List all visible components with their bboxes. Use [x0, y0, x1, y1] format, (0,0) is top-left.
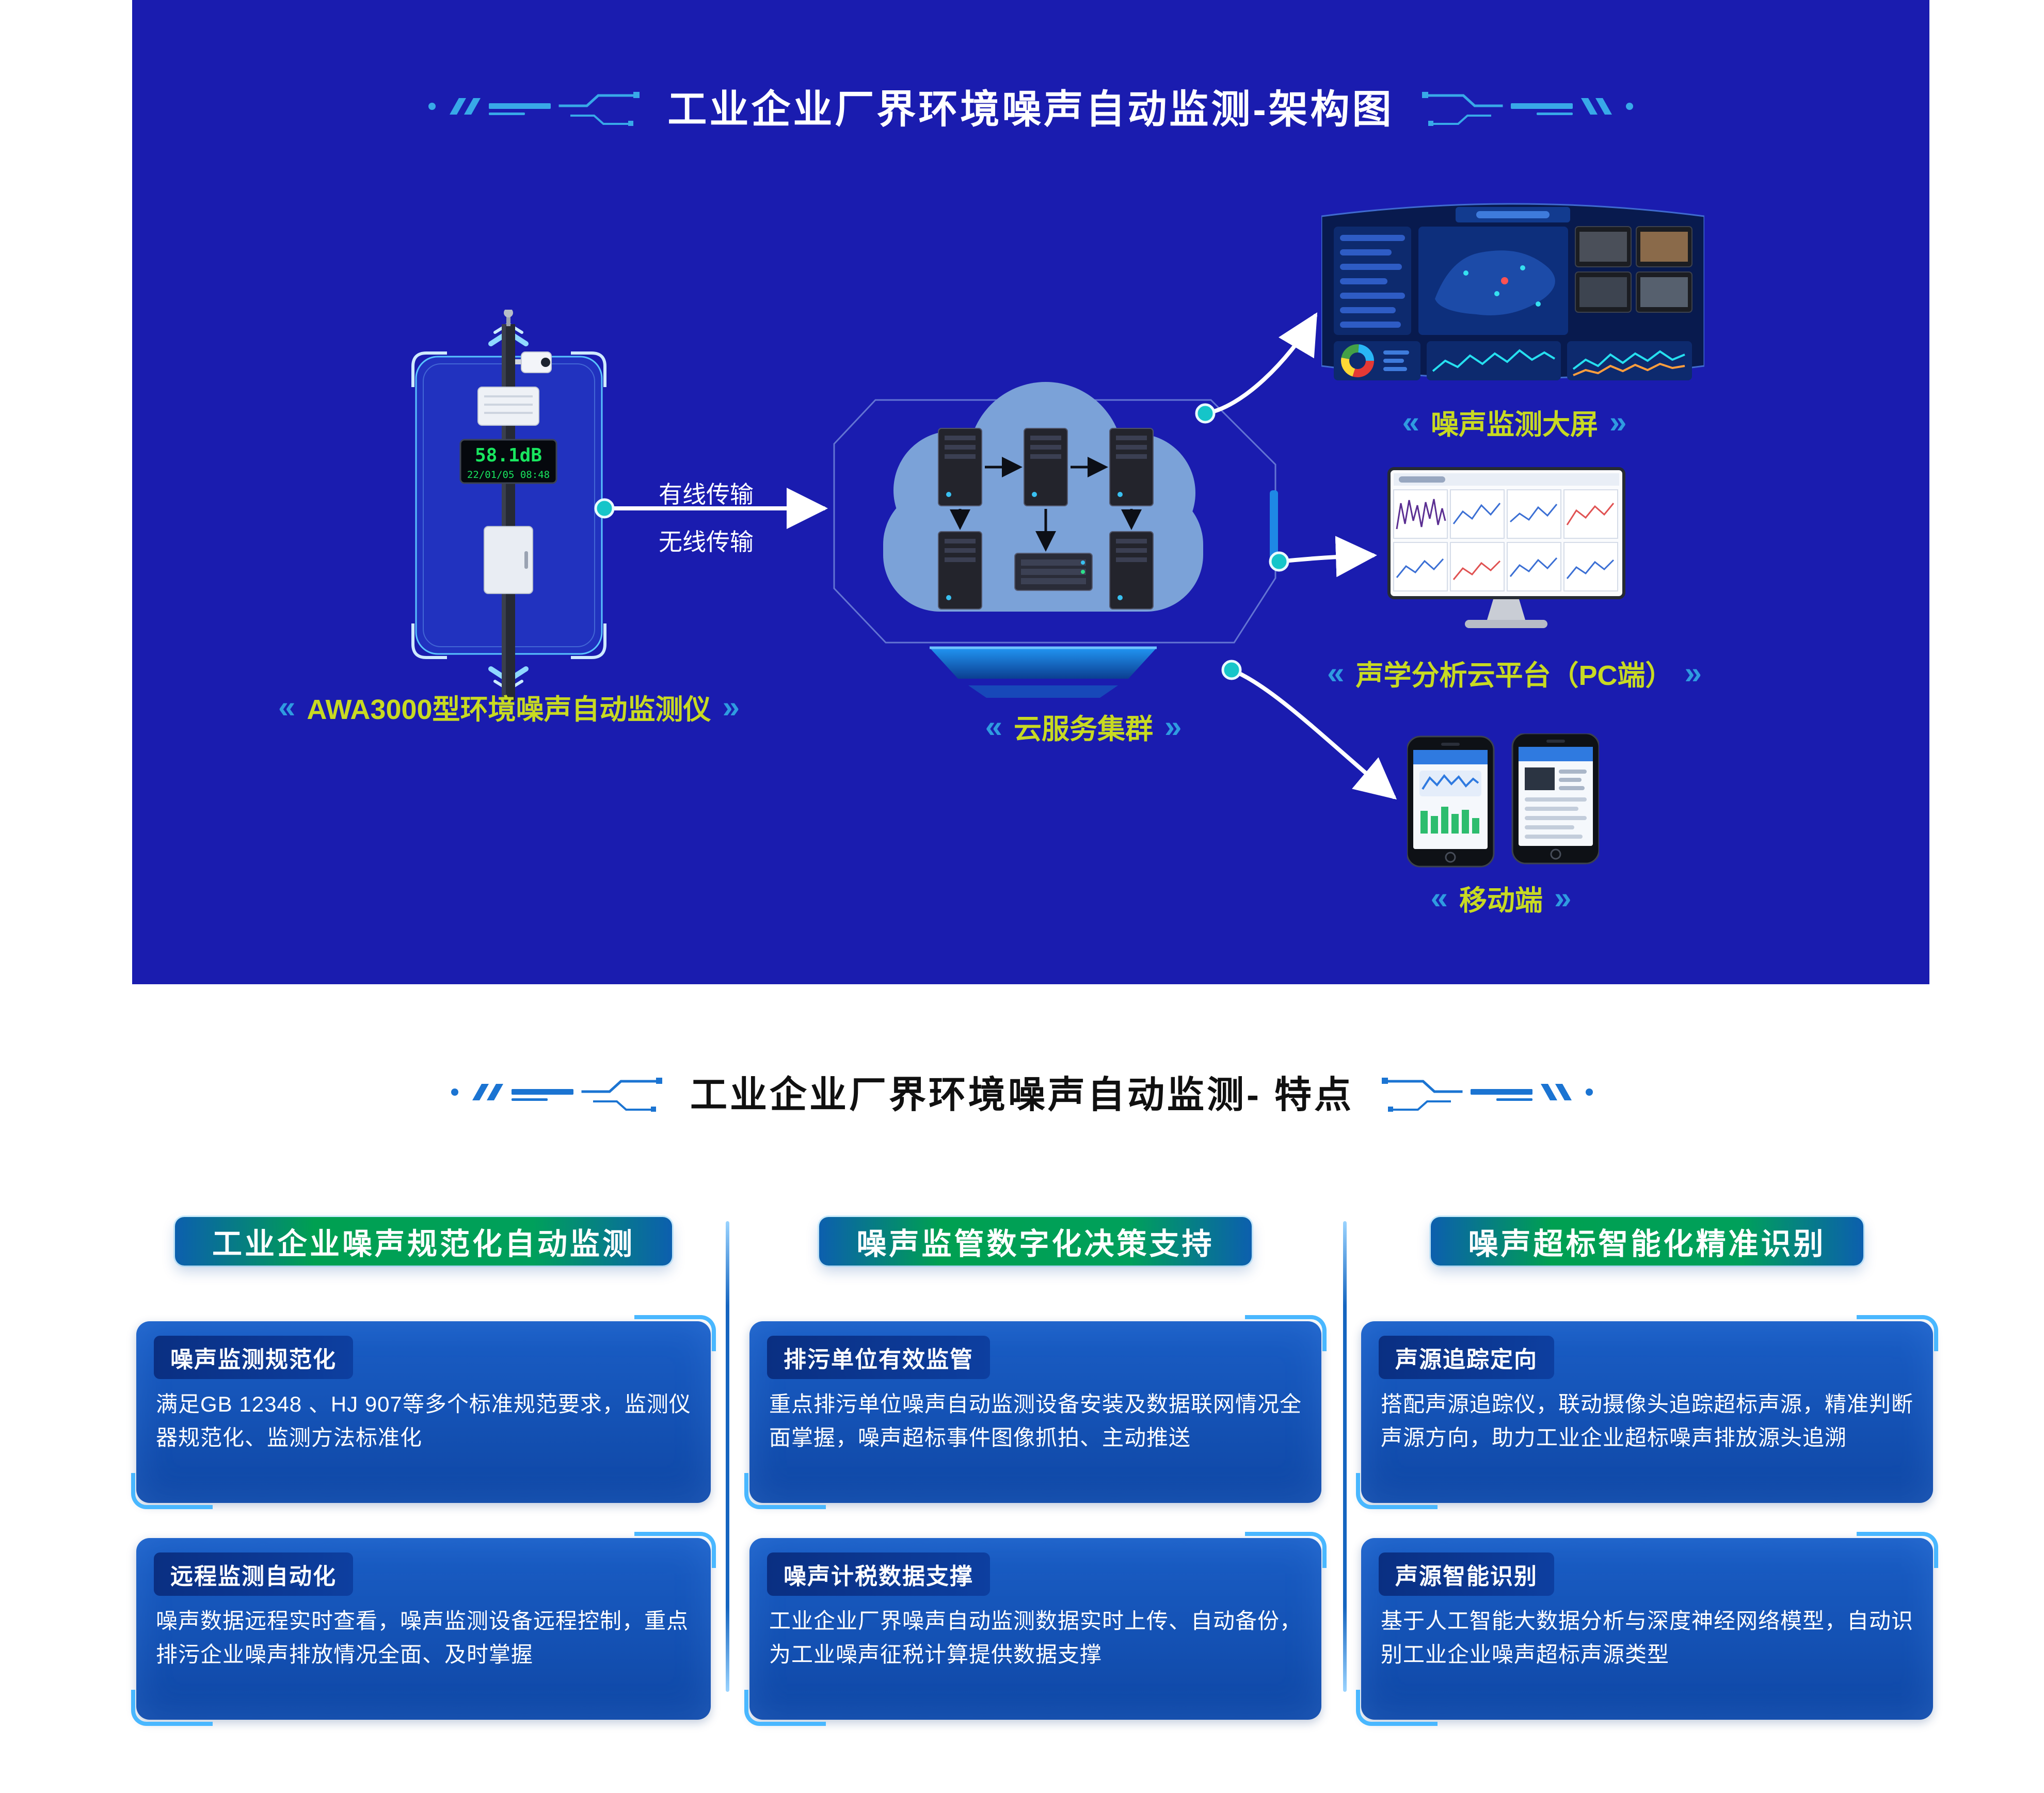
- wireless-transmission-label: 无线传输: [659, 529, 754, 555]
- device-label: « AWA3000型环境噪声自动监测仪 »: [278, 686, 740, 727]
- tech-frame: [833, 399, 1276, 644]
- feature-card-text: 基于人工智能大数据分析与深度神经网络模型，自动识别工业企业噪声超标声源类型: [1381, 1609, 1914, 1667]
- cloud-label: « 云服务集群 »: [985, 706, 1182, 747]
- feature-card: 排污单位有效监管 重点排污单位噪声自动监测设备安装及数据联网情况全面掌握，噪声超…: [744, 1315, 1327, 1509]
- feature-card-text: 搭配声源追踪仪，联动摄像头追踪超标声源，精准判断声源方向，助力工业企业超标噪声排…: [1381, 1392, 1914, 1450]
- chevron-left-icon: «: [1430, 880, 1448, 915]
- features-title: 工业企业厂界环境噪声自动监测- 特点: [690, 1075, 1354, 1116]
- big-screen-label-text: 噪声监测大屏: [1431, 409, 1598, 440]
- cloud-label-text: 云服务集群: [1014, 714, 1153, 745]
- chevron-right-icon: »: [1684, 655, 1702, 690]
- video-thumbnails: [1575, 226, 1692, 313]
- server-icons: [938, 428, 1154, 610]
- feature-card-text: 噪声数据远程实时查看，噪声监测设备远程控制，重点排污企业噪声排放情况全面、及时掌…: [156, 1609, 689, 1667]
- noise-monitor-illustration: 58.1dB 22/01/05 08:48: [411, 308, 606, 701]
- feature-card-tag: 排污单位有效监管: [767, 1336, 990, 1379]
- column-1-header: 工业企业噪声规范化自动监测: [174, 1217, 672, 1266]
- architecture-title-row: 工业企业厂界环境噪声自动监测-架构图: [132, 77, 1929, 134]
- architecture-panel: 工业企业厂界环境噪声自动监测-架构图: [132, 0, 1929, 984]
- arrow-cloud-to-pc: [1277, 536, 1377, 578]
- feature-card-text: 满足GB 12348 、HJ 907等多个标准规范要求，监测仪器规范化、监测方法…: [156, 1392, 691, 1450]
- feature-card-tag: 声源追踪定向: [1379, 1336, 1554, 1379]
- pc-monitor-illustration: [1387, 467, 1625, 628]
- feature-card: 噪声计税数据支撑 工业企业厂界噪声自动监测数据实时上传、自动备份，为工业噪声征税…: [744, 1532, 1327, 1726]
- storage-array-icon: [1014, 553, 1093, 591]
- column-divider: [1343, 1221, 1347, 1692]
- cloud-cluster: [798, 361, 1288, 702]
- feature-card: 噪声监测规范化 满足GB 12348 、HJ 907等多个标准规范要求，监测仪器…: [131, 1315, 716, 1509]
- chevron-left-icon: «: [1402, 404, 1419, 439]
- column-3-header: 噪声超标智能化精准识别: [1431, 1217, 1863, 1266]
- column-divider: [726, 1221, 729, 1692]
- feature-column-2: 噪声监管数字化决策支持 排污单位有效监管 重点排污单位噪声自动监测设备安装及数据…: [744, 1217, 1327, 1726]
- feature-card: 远程监测自动化 噪声数据远程实时查看，噪声监测设备远程控制，重点排污企业噪声排放…: [131, 1532, 716, 1726]
- feature-card-tag: 远程监测自动化: [154, 1552, 353, 1596]
- big-screen-illustration: [1320, 203, 1705, 380]
- cloud-cluster-illustration: [833, 382, 1278, 698]
- circuit-decoration-left-icon: [428, 92, 640, 126]
- mobile-label-text: 移动端: [1459, 885, 1543, 916]
- sensor-box: [477, 387, 539, 426]
- pc-monitor: [1387, 467, 1625, 634]
- feature-card-tag: 声源智能识别: [1379, 1552, 1554, 1596]
- pie-chart-icon: [1341, 344, 1374, 377]
- mobile-label: « 移动端 »: [1431, 877, 1572, 918]
- chevron-right-icon: »: [1164, 709, 1182, 744]
- chevron-left-icon: «: [1327, 655, 1345, 690]
- circuit-decoration-left-icon: [451, 1077, 662, 1112]
- features-title-row: 工业企业厂界环境噪声自动监测- 特点: [0, 1064, 2044, 1118]
- led-display: [459, 439, 557, 484]
- monitoring-big-screen: [1320, 196, 1705, 392]
- circuit-decoration-right-icon: [1422, 92, 1633, 126]
- column-2-header: 噪声监管数字化决策支持: [819, 1217, 1252, 1266]
- phone-left-icon: [1406, 735, 1495, 868]
- feature-column-1: 工业企业噪声规范化自动监测 噪声监测规范化 满足GB 12348 、HJ 907…: [131, 1217, 716, 1726]
- chevron-left-icon: «: [278, 689, 296, 724]
- feature-column-3: 噪声超标智能化精准识别 声源追踪定向 搭配声源追踪仪，联动摄像头追踪超标声源，精…: [1356, 1217, 1938, 1726]
- chevron-right-icon: »: [1554, 880, 1572, 915]
- phone-right-icon: [1511, 732, 1600, 865]
- feature-card-tag: 噪声监测规范化: [154, 1336, 353, 1379]
- chevron-right-icon: »: [1609, 404, 1627, 439]
- device-label-text: AWA3000型环境噪声自动监测仪: [307, 694, 711, 725]
- noise-reading: 58.1dB: [475, 445, 542, 466]
- mobile-phones: [1406, 732, 1600, 868]
- feature-card-text: 重点排污单位噪声自动监测设备安装及数据联网情况全面掌握，噪声超标事件图像抓拍、主…: [769, 1392, 1302, 1450]
- circuit-decoration-right-icon: [1381, 1077, 1593, 1112]
- feature-card-text: 工业企业厂界噪声自动监测数据实时上传、自动备份，为工业噪声征税计算提供数据支撑: [769, 1609, 1302, 1667]
- microphone-icon: [506, 311, 510, 326]
- feature-card: 声源智能识别 基于人工智能大数据分析与深度神经网络模型，自动识别工业企业噪声超标…: [1356, 1532, 1938, 1726]
- chevron-left-icon: «: [985, 709, 1002, 744]
- wired-transmission-label: 有线传输: [659, 481, 754, 508]
- camera-icon: [521, 351, 552, 373]
- pc-platform-label: « 声学分析云平台（PC端） »: [1327, 652, 1702, 693]
- platform-base: [930, 648, 1157, 679]
- display-datetime: 22/01/05 08:48: [467, 469, 550, 481]
- noise-monitor-device: 58.1dB 22/01/05 08:48: [401, 308, 617, 712]
- feature-card-tag: 噪声计税数据支撑: [767, 1552, 990, 1596]
- architecture-title: 工业企业厂界环境噪声自动监测-架构图: [667, 88, 1394, 132]
- big-screen-label: « 噪声监测大屏 »: [1402, 402, 1627, 442]
- pc-platform-label-text: 声学分析云平台（PC端）: [1355, 660, 1673, 691]
- feature-card: 声源追踪定向 搭配声源追踪仪，联动摄像头追踪超标声源，精准判断声源方向，助力工业…: [1356, 1315, 1938, 1509]
- chevron-right-icon: »: [722, 689, 740, 724]
- mobile-phones-illustration: [1406, 732, 1600, 868]
- control-cabinet: [484, 526, 533, 594]
